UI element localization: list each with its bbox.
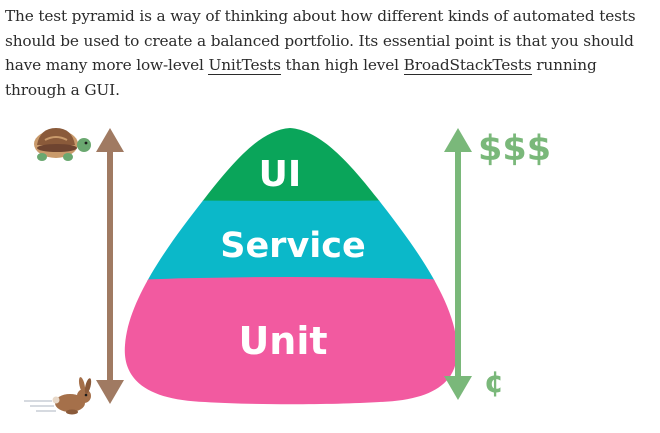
high-cost-label: $$$ bbox=[478, 129, 551, 169]
intro-paragraph: The test pyramid is a way of thinking ab… bbox=[5, 4, 655, 102]
cost-arrow bbox=[444, 128, 472, 400]
pyramid-shape bbox=[124, 128, 458, 405]
unit-tests-link[interactable]: UnitTests bbox=[208, 56, 281, 75]
turtle-icon bbox=[34, 128, 91, 161]
rabbit-icon bbox=[24, 377, 92, 415]
paragraph-text-2: than high level bbox=[280, 56, 404, 74]
ui-layer-label: UI bbox=[259, 154, 302, 195]
unit-layer-label: Unit bbox=[238, 319, 327, 363]
unit-layer bbox=[124, 277, 458, 405]
service-layer-label: Service bbox=[220, 226, 366, 266]
service-layer bbox=[124, 199, 458, 283]
speed-arrow bbox=[96, 128, 124, 404]
paragraph-text-3: running through a GUI. bbox=[5, 56, 597, 99]
low-cost-label: ¢ bbox=[484, 365, 504, 399]
broad-stack-tests-link[interactable]: BroadStackTests bbox=[403, 56, 532, 75]
paragraph-text-1: The test pyramid is a way of thinking ab… bbox=[5, 7, 636, 74]
